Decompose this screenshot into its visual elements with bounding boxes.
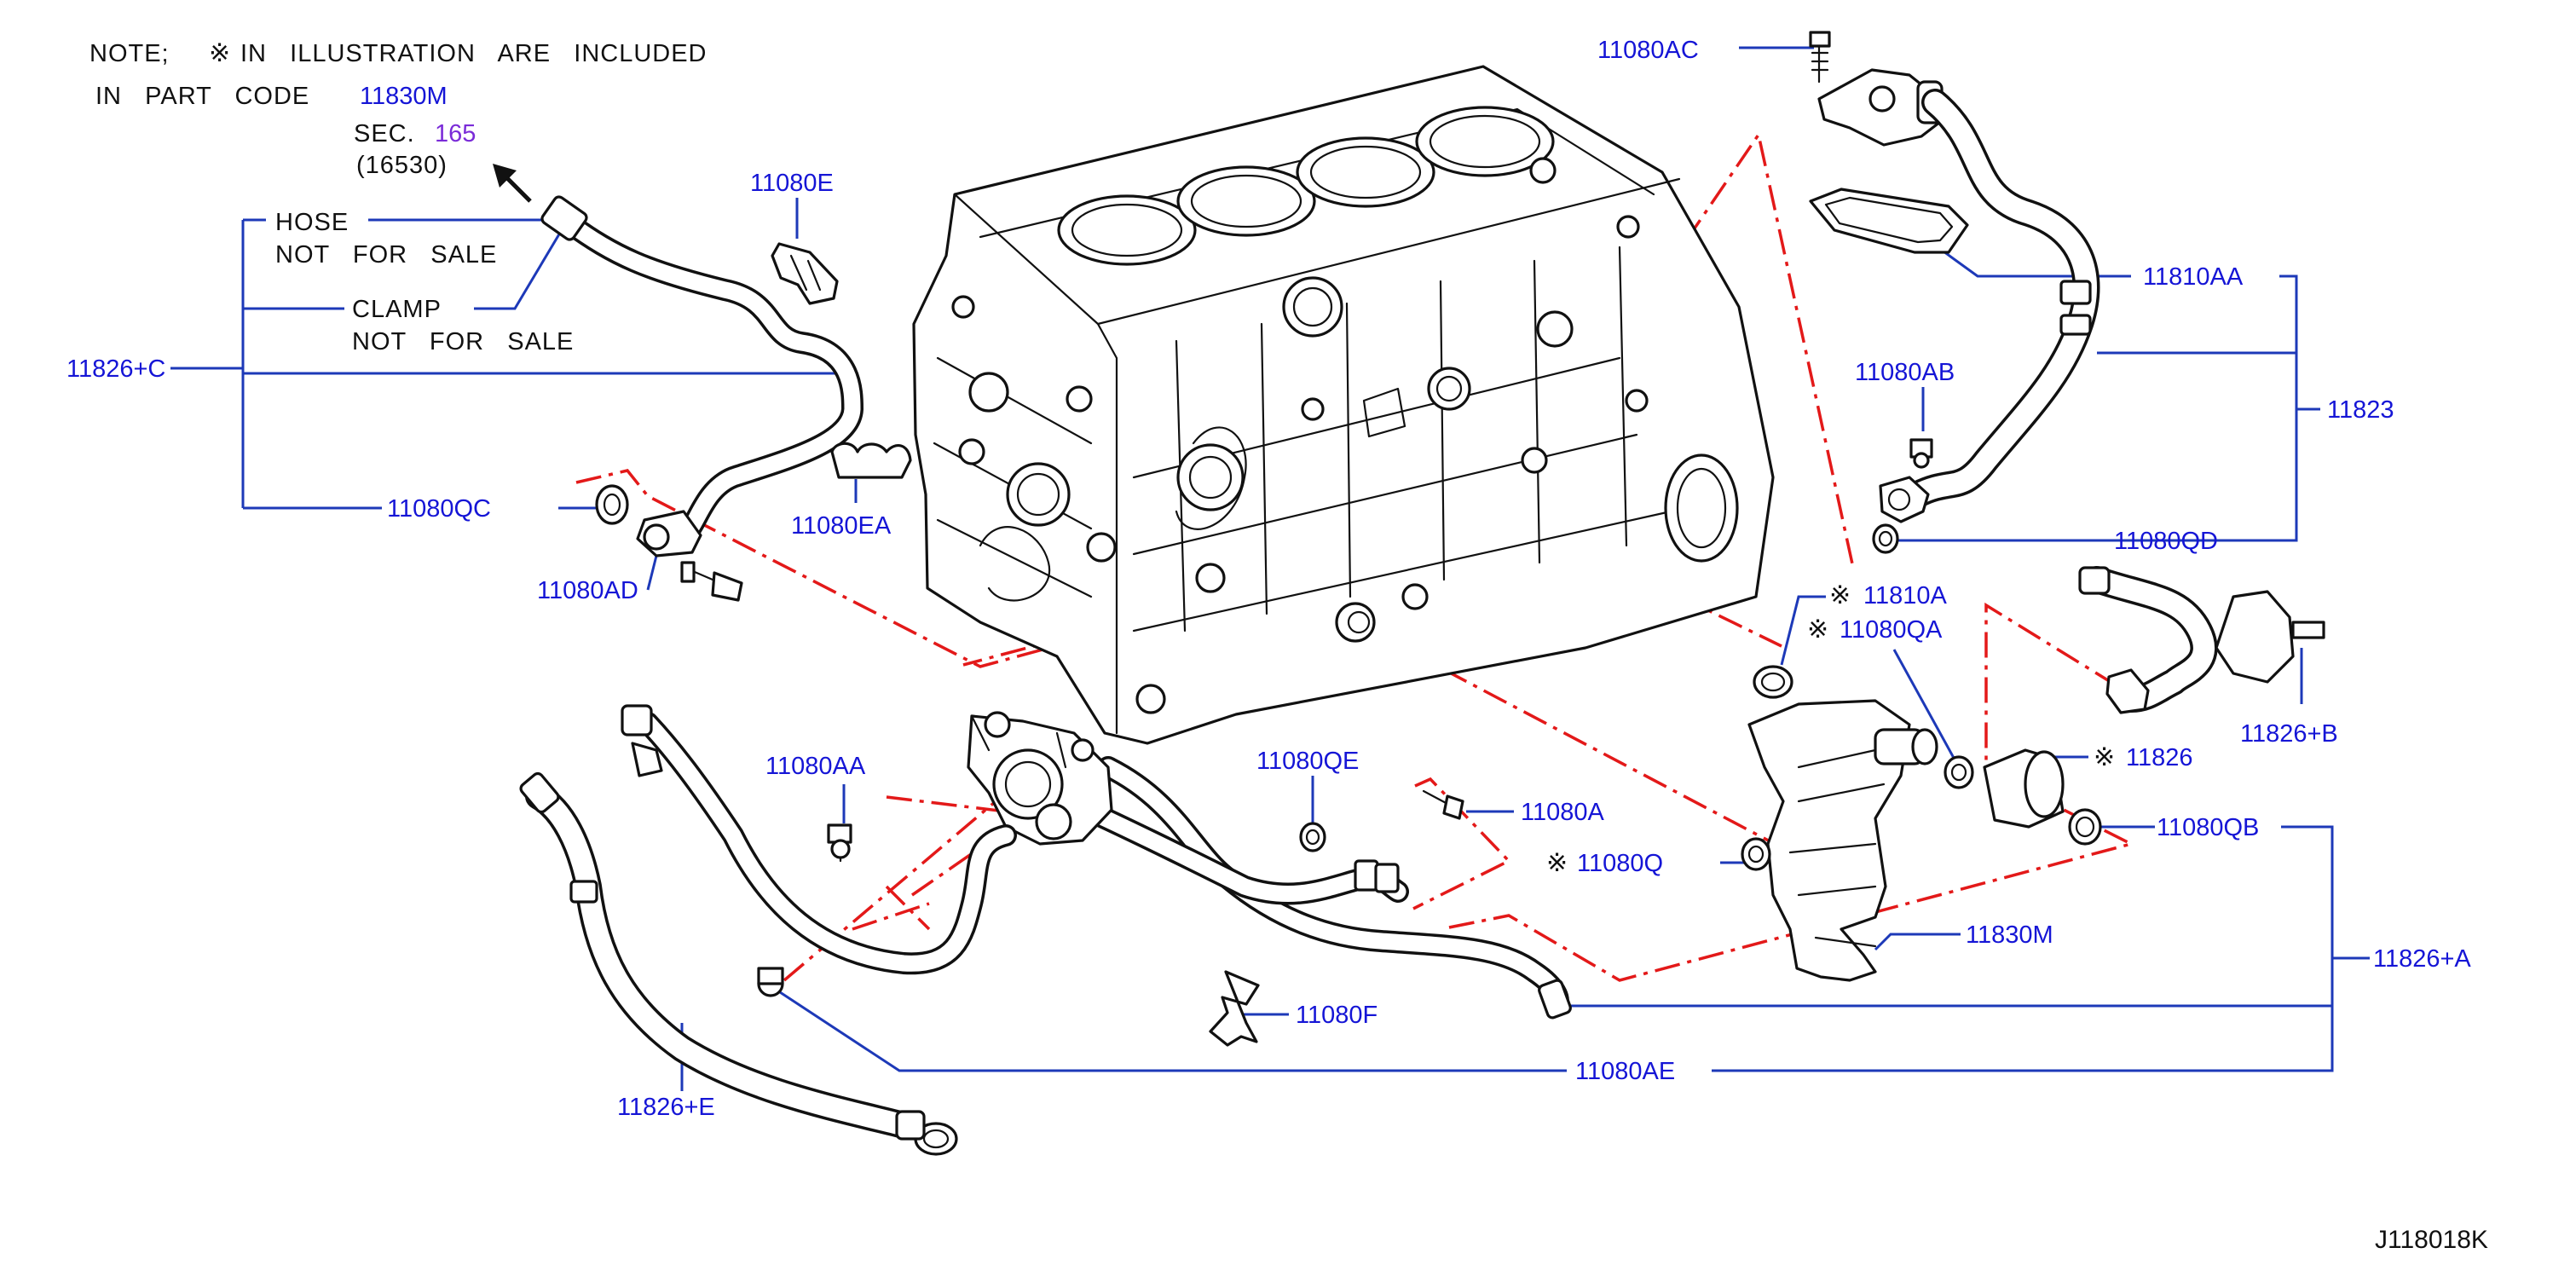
- clamp-note-line2: NOT FOR SALE: [352, 328, 574, 355]
- label-11080qe[interactable]: 11080QE: [1256, 748, 1359, 775]
- clamp-note-line1: CLAMP: [352, 296, 442, 323]
- cylinder-bore-4: [1415, 106, 1555, 177]
- diagram-id: J118018K: [2375, 1226, 2488, 1254]
- hose-11826-c[interactable]: [540, 195, 863, 557]
- label-11826-c[interactable]: 11826+C: [66, 355, 165, 383]
- label-11826[interactable]: 11826: [2126, 744, 2193, 771]
- sec-label: SEC.: [354, 120, 415, 147]
- o-ring-11080qb[interactable]: [2068, 808, 2102, 846]
- part-labels: 11080E 11826+C 11080QC 11080EA 11080AD 1…: [66, 37, 2471, 1121]
- thermostat-housing[interactable]: [967, 711, 1113, 846]
- label-11080qb[interactable]: 11080QB: [2157, 814, 2259, 841]
- label-11080qc[interactable]: 11080QC: [387, 495, 491, 523]
- clamp-11080e[interactable]: [771, 242, 839, 305]
- label-11080f[interactable]: 11080F: [1296, 1002, 1378, 1029]
- label-11080qa[interactable]: 11080QA: [1840, 616, 1943, 644]
- label-11080ea[interactable]: 11080EA: [791, 512, 892, 540]
- sec-number[interactable]: 165: [435, 120, 476, 147]
- water-outlet-11826-a[interactable]: [1037, 756, 1572, 1020]
- label-11810a[interactable]: 11810A: [1863, 582, 1947, 609]
- label-11080qd[interactable]: 11080QD: [2114, 528, 2218, 555]
- o-ring-11810a[interactable]: [1753, 665, 1793, 699]
- gasket-11810aa[interactable]: [1809, 188, 1969, 254]
- direction-arrow-icon: [493, 164, 532, 203]
- label-11080ae[interactable]: 11080AE: [1575, 1058, 1675, 1085]
- label-11080a[interactable]: 11080A: [1521, 799, 1604, 826]
- label-11080ab[interactable]: 11080AB: [1855, 359, 1955, 386]
- cylinder-bore-3: [1296, 136, 1435, 208]
- label-11810aa[interactable]: 11810AA: [2143, 263, 2244, 291]
- hose-clamp-notes: HOSE NOT FOR SALE CLAMP NOT FOR SALE: [275, 209, 574, 355]
- label-11080ac[interactable]: 11080AC: [1597, 37, 1699, 64]
- o-ring-11080qa[interactable]: [1944, 755, 1974, 789]
- outlet-fitting-lower[interactable]: [1879, 476, 1930, 523]
- bolt-11080ae[interactable]: [757, 967, 784, 997]
- symbol-11080q: ※: [1546, 849, 1568, 877]
- clip-11080f[interactable]: [1209, 970, 1260, 1047]
- note-line2: IN PART CODE: [95, 83, 309, 110]
- bolt-11080ad[interactable]: [680, 561, 743, 602]
- bolt-11080ac[interactable]: [1809, 31, 1831, 84]
- connector-11826[interactable]: [1983, 748, 2065, 829]
- hose-note-line2: NOT FOR SALE: [275, 241, 497, 269]
- cylinder-block[interactable]: [912, 65, 1775, 745]
- o-ring-11080q[interactable]: [1741, 837, 1771, 871]
- label-11826-b[interactable]: 11826+B: [2240, 720, 2338, 748]
- o-ring-11080qe[interactable]: [1299, 822, 1326, 852]
- hose-11826-b[interactable]: [2078, 566, 2325, 714]
- bolt-11080ab[interactable]: [1909, 438, 1933, 469]
- note-line1: IN ILLUSTRATION ARE INCLUDED: [240, 40, 708, 67]
- label-11080aa[interactable]: 11080AA: [765, 753, 866, 780]
- note-block: NOTE; ※ IN ILLUSTRATION ARE INCLUDED IN …: [90, 39, 708, 203]
- label-11080ad[interactable]: 11080AD: [537, 577, 638, 604]
- symbol-11810a: ※: [1829, 581, 1851, 609]
- hose-11823[interactable]: [1904, 89, 2100, 508]
- cylinder-bore-1: [1057, 194, 1197, 266]
- sec-sub: (16530): [356, 152, 448, 179]
- o-ring-11080qc[interactable]: [595, 484, 629, 525]
- symbol-11080qa: ※: [1807, 615, 1829, 644]
- note-prefix: NOTE;: [90, 40, 170, 67]
- symbol-11826: ※: [2094, 743, 2116, 771]
- label-11826-a[interactable]: 11826+A: [2373, 945, 2471, 973]
- o-ring-11080qd[interactable]: [1872, 523, 1899, 554]
- hose-note-line1: HOSE: [275, 209, 349, 236]
- label-11830m[interactable]: 11830M: [1966, 921, 2053, 949]
- label-11080e[interactable]: 11080E: [750, 170, 834, 197]
- clamp-11080ea[interactable]: [830, 442, 912, 479]
- note-part-code[interactable]: 11830M: [360, 83, 448, 110]
- label-11080q[interactable]: 11080Q: [1577, 850, 1663, 877]
- label-11826-e[interactable]: 11826+E: [617, 1094, 715, 1121]
- note-symbol: ※: [209, 39, 231, 67]
- cylinder-bore-2: [1176, 165, 1316, 237]
- bolt-11080a[interactable]: [1422, 789, 1464, 820]
- bolt-11080aa[interactable]: [827, 823, 852, 863]
- hose-thermostat-upper[interactable]: [621, 704, 1017, 975]
- hose-11826-e[interactable]: [519, 771, 958, 1156]
- label-11823[interactable]: 11823: [2327, 396, 2394, 424]
